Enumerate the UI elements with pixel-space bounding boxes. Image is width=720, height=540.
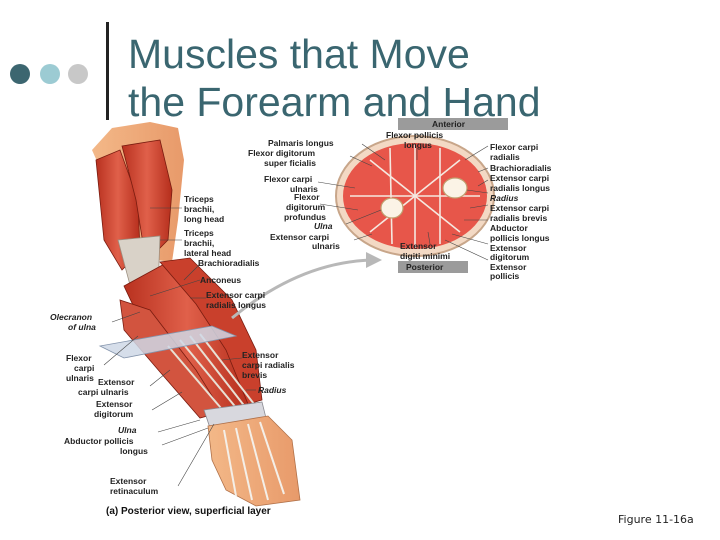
label-triceps-long-2: brachii, <box>184 204 214 214</box>
label-apl-section-1: Abductor <box>490 223 528 233</box>
brachioradialis-muscle <box>159 257 263 405</box>
label-triceps-long-3: long head <box>184 214 224 224</box>
label-ep-section-1: Extensor <box>490 262 527 272</box>
label-ecu-arm-1: Extensor <box>98 377 135 387</box>
label-ecrb-1: Extensor <box>242 350 279 360</box>
label-fcu-arm-1: Flexor <box>66 353 92 363</box>
label-olecranon-1: Olecranon <box>50 312 92 322</box>
forearm-tendons <box>167 333 255 415</box>
radius-bone <box>442 177 468 199</box>
label-edm-2: digiti minimi <box>400 251 450 261</box>
label-retinaculum-2: retinaculum <box>110 486 159 496</box>
label-radius-section: Radius <box>490 193 519 203</box>
label-fpl-1: Flexor pollicis <box>386 130 443 140</box>
label-ecrl-section-1: Extensor carpi <box>490 173 549 183</box>
label-ed-section-1: Extensor <box>490 243 527 253</box>
bullet-dot-dark <box>10 64 30 84</box>
label-apl-arm-1: Abductor pollicis <box>64 436 134 446</box>
label-anconeus: Anconeus <box>200 275 241 285</box>
section-plane <box>98 325 238 359</box>
label-ecrl-2: radialis longus <box>206 300 266 310</box>
posterior-tag-bg <box>398 261 468 273</box>
label-ecrb-section-1: Extensor carpi <box>490 203 549 213</box>
label-ep-section-2: pollicis <box>490 271 520 281</box>
cross-section-leader-lines <box>317 143 489 261</box>
label-ecu-1: Extensor carpi <box>270 232 329 242</box>
label-ed-section-2: digitorum <box>490 252 530 262</box>
title-line-2: the Forearm and Hand <box>128 79 541 125</box>
label-fcu-1: Flexor carpi <box>264 174 312 184</box>
label-triceps-lateral-1: Triceps <box>184 228 214 238</box>
label-fcu-2: ulnaris <box>290 184 318 194</box>
hand-tendons <box>223 421 285 501</box>
bullet-dot-gray <box>68 64 88 84</box>
label-triceps-lateral-3: lateral head <box>184 248 231 258</box>
label-ecrl-section-2: radialis longus <box>490 183 550 193</box>
label-apl-arm-2: longus <box>120 446 148 456</box>
section-arrow <box>231 258 373 320</box>
label-ecrb-section-2: radialis brevis <box>490 213 547 223</box>
posterior-tag: Posterior <box>406 262 444 272</box>
label-fds-2: super ficialis <box>264 158 316 168</box>
label-ulna-section: Ulna <box>314 221 333 231</box>
label-retinaculum-1: Extensor <box>110 476 147 486</box>
ulna-bone <box>380 197 404 219</box>
bullet-dot-teal <box>40 64 60 84</box>
label-olecranon-2: of ulna <box>68 322 96 332</box>
label-apl-section-2: pollicis longus <box>490 233 550 243</box>
label-ecu-arm-2: carpi ulnaris <box>78 387 129 397</box>
label-ecu-2: ulnaris <box>312 241 340 251</box>
label-fcu-arm-2: carpi <box>74 363 94 373</box>
label-edm-1: Extensor <box>400 241 437 251</box>
label-radius-arm: Radius <box>258 385 287 395</box>
anterior-tag: Anterior <box>432 119 466 129</box>
label-ed-arm-1: Extensor <box>96 399 133 409</box>
label-ulna-arm: Ulna <box>118 425 137 435</box>
label-fcr-2: radialis <box>490 152 520 162</box>
title-divider <box>106 22 109 120</box>
title-line-1: Muscles that Move <box>128 31 470 77</box>
figure-number: Figure 11-16a <box>618 513 694 526</box>
label-triceps-lateral-2: brachii, <box>184 238 214 248</box>
label-fds-1: Flexor digitorum <box>248 148 316 158</box>
label-fcr-1: Flexor carpi <box>490 142 538 152</box>
label-ecrb-2: carpi radialis <box>242 360 295 370</box>
label-fcu-arm-3: ulnaris <box>66 373 94 383</box>
label-palmaris-longus: Palmaris longus <box>268 138 334 148</box>
arm-leader-lines <box>103 207 256 487</box>
label-triceps-long-1: Triceps <box>184 194 214 204</box>
label-brachioradialis: Brachioradialis <box>198 258 260 268</box>
label-fdp-1: Flexor <box>294 192 320 202</box>
cross-section: Anterior Posterior <box>335 118 508 273</box>
label-ecrb-3: brevis <box>242 370 267 380</box>
arm-illustration <box>92 122 382 507</box>
section-arrowhead <box>366 252 382 268</box>
label-brachioradialis-section: Brachioradialis <box>490 163 552 173</box>
label-fpl-2: longus <box>404 140 432 150</box>
figure-caption: (a) Posterior view, superficial layer <box>106 506 271 517</box>
anterior-tag-bg <box>398 118 508 130</box>
label-ed-arm-2: digitorum <box>94 409 134 419</box>
slide-title: Muscles that Move the Forearm and Hand <box>128 30 541 126</box>
label-ecrl-1: Extensor carpi <box>206 290 265 300</box>
label-fdp-2: digitorum <box>286 202 326 212</box>
label-fdp-3: profundus <box>284 212 326 222</box>
hand-skin <box>207 415 301 507</box>
